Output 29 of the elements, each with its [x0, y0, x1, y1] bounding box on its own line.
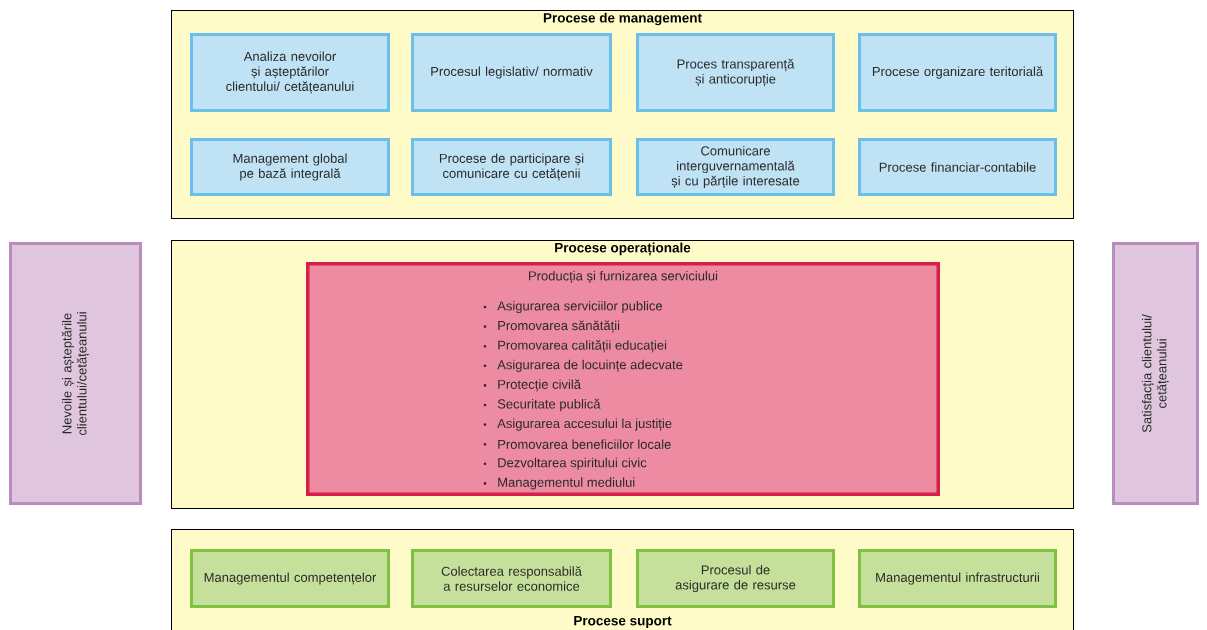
panel-title: Procese operaționale [555, 242, 691, 256]
process-box: Procese organizare teritorială [858, 33, 1057, 112]
process-box: Analiza nevoilor și așteptărilor clientului/ cetățeanului [190, 33, 390, 112]
service-box [306, 262, 940, 496]
process-box: Managementul competențelor [190, 549, 390, 608]
process-box: Proces transparență și anticorupție [636, 33, 835, 112]
process-box: Managementul infrastructurii [858, 549, 1057, 608]
bullet-item: Promovarea beneficiilor locale [483, 439, 671, 449]
panel-title: Procese de management [543, 12, 702, 26]
process-box: Procese de participare și comunicare cu cetățenii [411, 138, 612, 196]
bullet-item: Protecție civilă [483, 379, 581, 392]
side-box: Nevoile și așteptările clientului/cetățeanului [9, 242, 142, 505]
bullet-item: Asigurarea de locuințe adecvate [483, 359, 683, 372]
process-box: Procesul legislativ/ normativ [411, 33, 612, 112]
side-box: Satisfacția clientului/ cetățeanului [1112, 242, 1199, 505]
process-box: Procesul de asigurare de resurse [636, 549, 835, 608]
process-box: Comunicare interguvernamentală și cu părțile interesate [636, 138, 835, 196]
panel-title: Procese suport [574, 615, 672, 629]
bullet-item: Dezvoltarea spiritului civic [483, 457, 647, 470]
process-box: Management global pe bază integrală [190, 138, 390, 196]
box-heading: Producția și furnizarea serviciului [529, 270, 718, 284]
bullet-item: Promovarea calității educației [483, 340, 667, 353]
bullet-item: Promovarea sănătății [483, 320, 620, 333]
process-box: Colectarea responsabilă a resurselor economice [411, 549, 612, 608]
bullet-item: Asigurarea accesului la justiție [483, 418, 672, 431]
bullet-item: Securitate publică [483, 398, 601, 412]
bullet-item: Asigurarea serviciilor publice [483, 300, 663, 314]
bullet-item: Managementul mediului [483, 477, 635, 490]
process-box: Procese financiar-contabile [858, 138, 1057, 196]
